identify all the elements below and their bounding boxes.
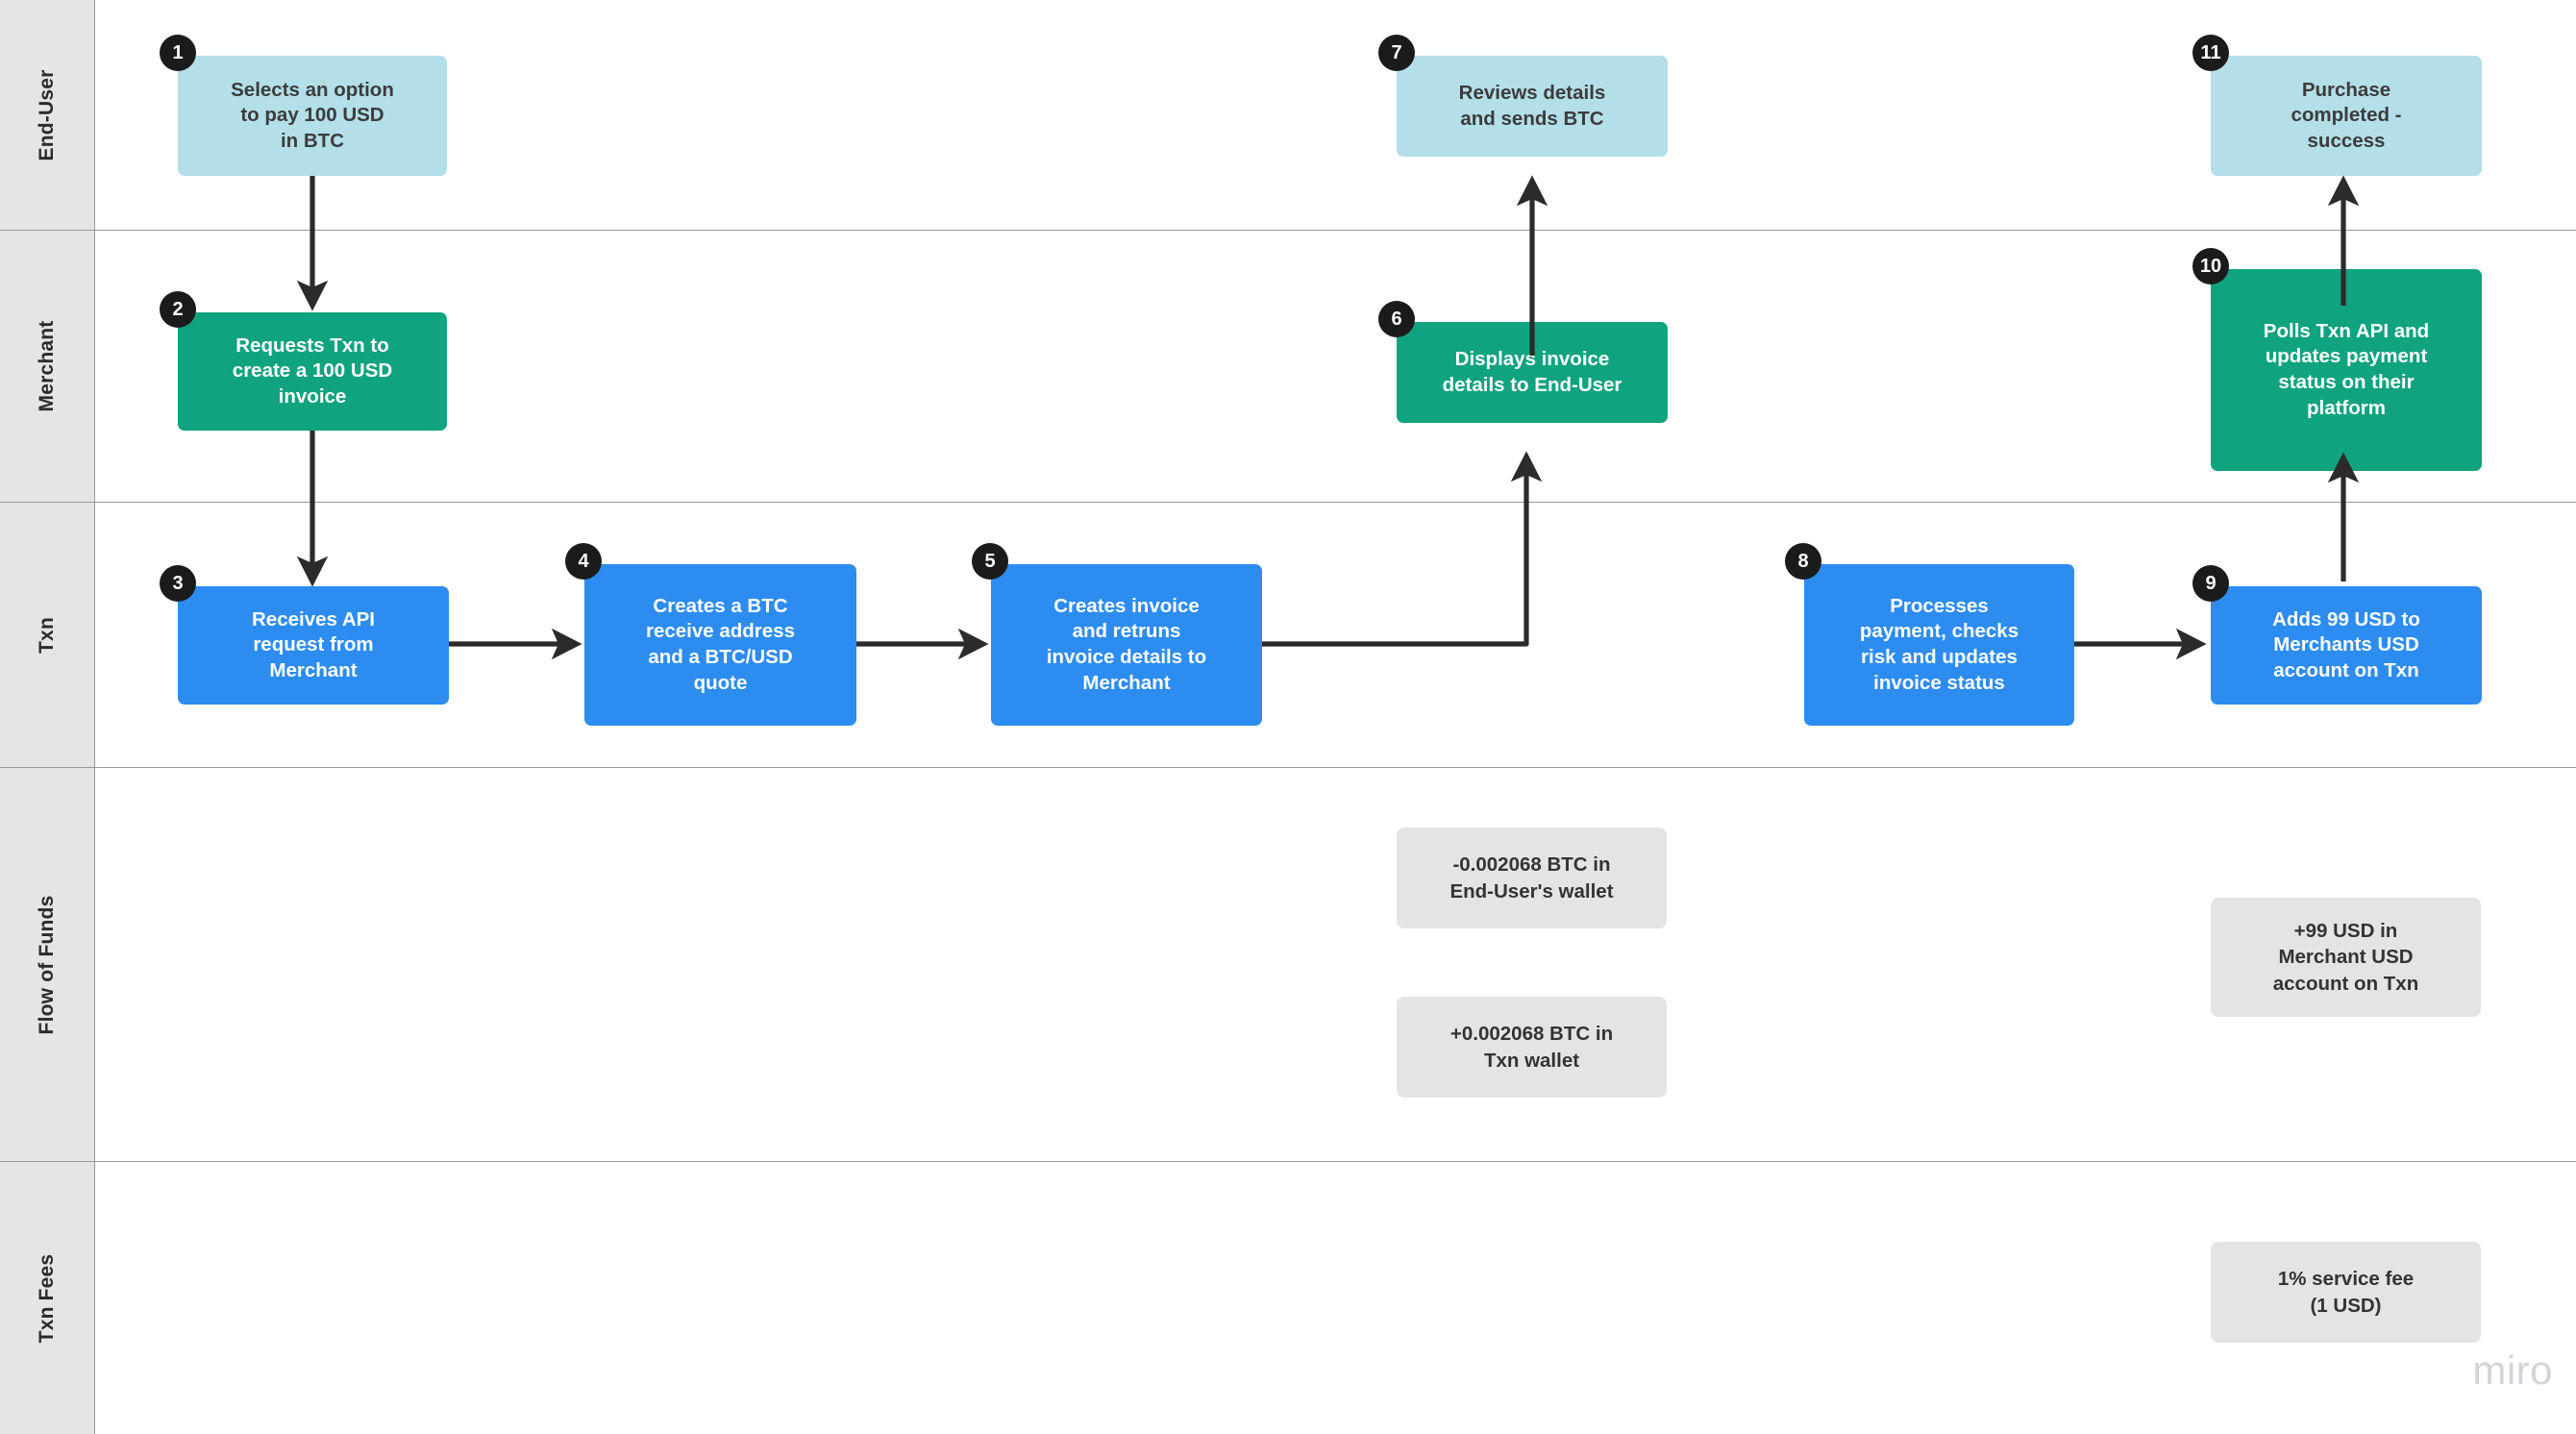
- step-badge-7: 7: [1378, 35, 1415, 71]
- step-badge-10: 10: [2192, 248, 2229, 284]
- node-step-2-label: Requests Txn to create a 100 USD invoice: [232, 334, 393, 408]
- lane-label-txn: Txn: [36, 616, 58, 654]
- step-badge-3: 3: [160, 565, 196, 602]
- info-box-funds-end-user-label: -0.002068 BTC in End-User's wallet: [1449, 853, 1614, 902]
- lane-label-flow-of-funds: Flow of Funds: [36, 895, 58, 1034]
- node-step-1[interactable]: Selects an option to pay 100 USD in BTC: [178, 56, 447, 176]
- node-step-5-label: Creates invoice and retruns invoice deta…: [1046, 594, 1207, 694]
- miro-watermark: miro: [2472, 1347, 2553, 1393]
- node-step-4[interactable]: Creates a BTC receive address and a BTC/…: [584, 564, 856, 726]
- node-step-8[interactable]: Processes payment, checks risk and updat…: [1804, 564, 2074, 726]
- lane-header-txn: Txn: [0, 503, 95, 767]
- step-badge-4: 4: [565, 543, 602, 580]
- lane-header-flow-of-funds: Flow of Funds: [0, 768, 95, 1161]
- info-box-funds-txn[interactable]: +0.002068 BTC in Txn wallet: [1397, 997, 1667, 1098]
- node-step-3-label: Receives API request from Merchant: [251, 607, 375, 681]
- node-step-6[interactable]: Displays invoice details to End-User: [1397, 322, 1668, 423]
- node-step-1-label: Selects an option to pay 100 USD in BTC: [231, 78, 394, 152]
- info-box-fee-service-label: 1% service fee (1 USD): [2277, 1268, 2415, 1317]
- node-step-5[interactable]: Creates invoice and retruns invoice deta…: [991, 564, 1262, 726]
- step-badge-6: 6: [1378, 301, 1415, 337]
- node-step-8-label: Processes payment, checks risk and updat…: [1859, 594, 2019, 694]
- lane-divider-1: [0, 230, 2576, 231]
- node-step-3[interactable]: Receives API request from Merchant: [178, 586, 449, 705]
- info-box-fee-service[interactable]: 1% service fee (1 USD): [2211, 1242, 2481, 1343]
- node-step-9[interactable]: Adds 99 USD to Merchants USD account on …: [2211, 586, 2482, 705]
- node-step-7-label: Reviews details and sends BTC: [1458, 81, 1606, 130]
- lane-divider-4: [0, 1161, 2576, 1162]
- node-step-6-label: Displays invoice details to End-User: [1442, 347, 1622, 396]
- step-badge-8: 8: [1785, 543, 1821, 580]
- info-box-funds-txn-label: +0.002068 BTC in Txn wallet: [1449, 1023, 1614, 1072]
- lane-header-txn-fees: Txn Fees: [0, 1162, 95, 1434]
- lane-flow-of-funds: Flow of Funds: [0, 768, 2576, 1161]
- node-step-10[interactable]: Polls Txn API and updates payment status…: [2211, 269, 2482, 471]
- step-badge-11: 11: [2192, 35, 2229, 71]
- node-step-4-label: Creates a BTC receive address and a BTC/…: [645, 594, 795, 694]
- node-step-9-label: Adds 99 USD to Merchants USD account on …: [2272, 607, 2420, 681]
- info-box-funds-merchant[interactable]: +99 USD in Merchant USD account on Txn: [2211, 898, 2481, 1017]
- step-badge-2: 2: [160, 291, 196, 328]
- lane-label-merchant: Merchant: [36, 320, 58, 412]
- step-badge-1: 1: [160, 35, 196, 71]
- node-step-10-label: Polls Txn API and updates payment status…: [2263, 319, 2430, 419]
- lane-divider-3: [0, 767, 2576, 768]
- node-step-2[interactable]: Requests Txn to create a 100 USD invoice: [178, 312, 447, 431]
- step-badge-5: 5: [972, 543, 1008, 580]
- lane-header-end-user: End-User: [0, 0, 95, 230]
- info-box-funds-merchant-label: +99 USD in Merchant USD account on Txn: [2272, 920, 2419, 995]
- node-step-7[interactable]: Reviews details and sends BTC: [1397, 56, 1668, 157]
- step-badge-9: 9: [2192, 565, 2229, 602]
- lane-end-user: End-User: [0, 0, 2576, 230]
- node-step-11-label: Purchase completed - success: [2291, 78, 2402, 152]
- lane-merchant: Merchant: [0, 231, 2576, 502]
- info-box-funds-end-user[interactable]: -0.002068 BTC in End-User's wallet: [1397, 828, 1667, 928]
- lane-txn-fees: Txn Fees: [0, 1162, 2576, 1434]
- lane-header-merchant: Merchant: [0, 231, 95, 502]
- node-step-11[interactable]: Purchase completed - success: [2211, 56, 2482, 176]
- lane-label-txn-fees: Txn Fees: [36, 1253, 58, 1343]
- lane-txn: Txn: [0, 503, 2576, 767]
- lane-label-end-user: End-User: [36, 69, 58, 161]
